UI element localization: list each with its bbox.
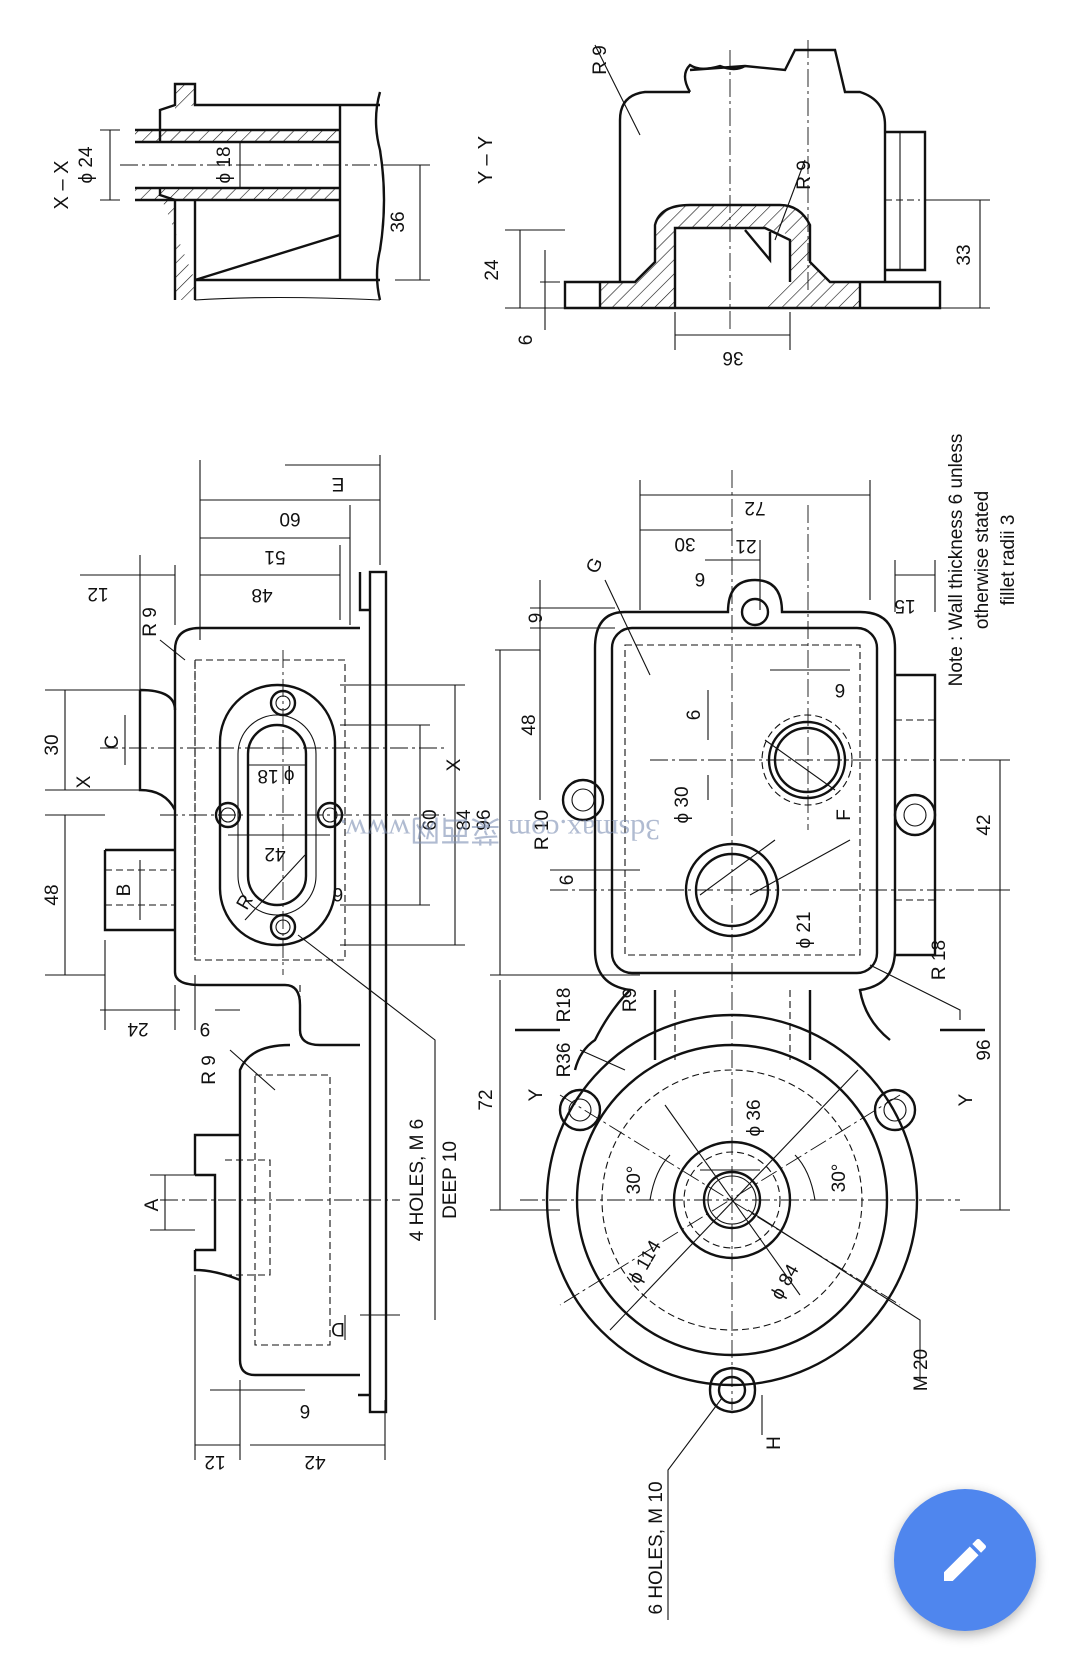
yy-dim-r9-top: R 9 [590,45,611,75]
plan-dim-42-right: 42 [974,814,995,835]
plan-dim-96-left: 96 [474,809,495,830]
front-dim-60-slot: 60 [420,809,441,830]
plan-dim-72-left: 72 [476,1089,497,1110]
front-dim-84: 84 [454,809,475,831]
front-note-deep10: DEEP 10 [440,1141,461,1219]
front-dim-x-right: X [444,758,465,771]
plan-dim-30deg-right: 30° [829,1164,850,1193]
plan-dim-phi84: ϕ 84 [767,1261,804,1304]
plan-dim-m20: M 20 [911,1349,932,1391]
plan-label-f: F [834,809,855,821]
plan-dim-phi30: ϕ 30 [672,786,693,823]
front-dim-12: 12 [87,583,108,604]
front-dim-x-left: X [74,775,95,788]
plan-dim-6-wall: 6 [557,875,578,886]
front-dim-30: 30 [42,734,63,755]
plan-dim-r9: R9 [620,988,641,1012]
front-dim-9: 9 [200,1018,211,1039]
plan-dim-30deg-left: 30° [624,1166,645,1195]
front-dim-12-lower: 12 [204,1451,225,1472]
note-line-2: otherwise stated [972,491,993,629]
yy-dim-24: 24 [482,259,503,281]
plan-label-g: G [582,555,607,577]
plan-dim-72-top: 72 [744,497,765,518]
plan-dim-r18-left: R18 [554,988,575,1023]
plan-dim-phi21: ϕ 21 [794,911,815,948]
front-dim-r9-top: R 9 [140,607,161,637]
note-line-1: Note : Wall thickness 6 unless [946,434,967,687]
plan-view: 72 30 21 6 G 9 15 48 6 6 R 10 ϕ 30 F 6 9… [474,470,1010,1620]
front-dim-r9-lower: R 9 [199,1055,220,1085]
plan-label-h: H [764,1436,785,1450]
plan-dim-6-boss: 6 [835,679,846,700]
general-note: Note : Wall thickness 6 unless otherwise… [946,434,1019,687]
front-view: E 60 51 48 12 R 9 30 C X ϕ 18 60 84 X 48… [42,455,475,1472]
front-dim-e: E [332,473,345,494]
plan-note-6holes: 6 HOLES, M 10 [646,1481,667,1614]
section-yy-label: Y – Y [475,136,497,184]
front-dim-42-lower: 42 [304,1451,325,1472]
plan-dim-phi36: ϕ 36 [744,1099,765,1136]
front-dim-phi18: ϕ 18 [257,765,294,786]
front-note-4holes: 4 HOLES, M 6 [407,1119,428,1242]
watermark-text: 3dsmax.com 菜西网www. [340,813,661,846]
edit-fab-button[interactable] [894,1489,1036,1631]
plan-dim-21: 21 [735,535,756,556]
note-line-3: fillet radii 3 [998,515,1019,606]
yy-dim-33: 33 [954,244,975,265]
section-xx-view: X – X ϕ 24 ϕ 18 36 [51,82,430,301]
section-yy-view: Y – Y R 9 R 9 24 6 36 33 [475,40,990,368]
plan-dim-phi114: ϕ 114 [625,1237,667,1288]
front-dim-42: 42 [264,843,285,864]
front-dim-48-boss: 48 [42,884,63,905]
front-dim-b: B [114,884,135,897]
plan-dim-48: 48 [519,714,540,735]
front-dim-24: 24 [127,1018,149,1039]
xx-dim-phi18: ϕ 18 [214,146,235,183]
plan-dim-6-top: 6 [695,568,706,589]
plan-dim-30: 30 [674,533,695,554]
front-dim-6-lower: 6 [300,1400,311,1421]
plan-dim-r18-right: R 18 [929,940,950,980]
yy-dim-36: 36 [722,347,743,368]
section-xx-label: X – X [51,161,73,210]
plan-dim-r36: R36 [554,1043,575,1078]
xx-dim-36: 36 [388,211,409,232]
front-dim-d: D [331,1318,345,1339]
plan-dim-15: 15 [894,595,915,616]
yy-dim-r9-mid: R 9 [794,160,815,190]
plan-dim-r10: R 10 [532,810,553,850]
front-dim-51: 51 [264,546,285,567]
front-dim-6: 6 [333,883,344,904]
front-dim-48: 48 [251,584,272,605]
plan-label-y-right: Y [956,1093,977,1106]
xx-dim-phi24: ϕ 24 [76,146,97,183]
plan-label-y-left: Y [526,1088,547,1101]
front-dim-60: 60 [279,508,300,529]
yy-dim-6: 6 [516,335,537,346]
pencil-edit-icon [944,1538,987,1581]
plan-dim-96-right: 96 [974,1039,995,1060]
plan-dim-9: 9 [526,613,547,624]
plan-dim-6-hole: 6 [684,710,705,721]
front-dim-a: A [142,1198,163,1211]
front-dim-c: C [102,735,123,749]
